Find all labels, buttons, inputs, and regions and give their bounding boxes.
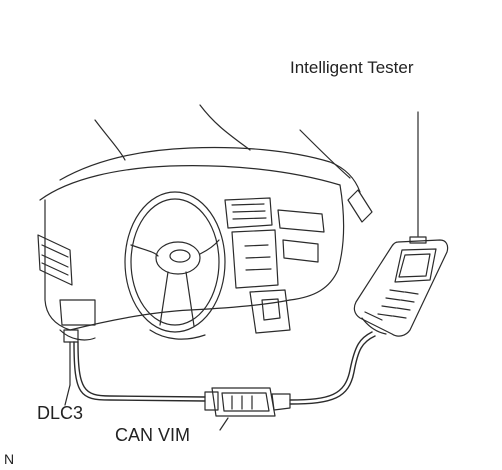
intelligent-tester-label: Intelligent Tester [290,58,414,77]
center-console [224,197,325,334]
intelligent-tester-device [353,111,449,337]
can-vim-module [204,387,291,431]
dlc3-connector [63,329,79,406]
left-vent [37,234,96,341]
cable-dlc-to-vim [73,341,206,402]
dashboard [39,104,373,331]
steering-wheel [124,191,226,340]
can-vim-label: CAN VIM [115,425,191,445]
dlc3-label: DLC3 [37,403,84,423]
cable-vim-to-tester [289,331,376,405]
corner-mark: N [4,451,15,467]
